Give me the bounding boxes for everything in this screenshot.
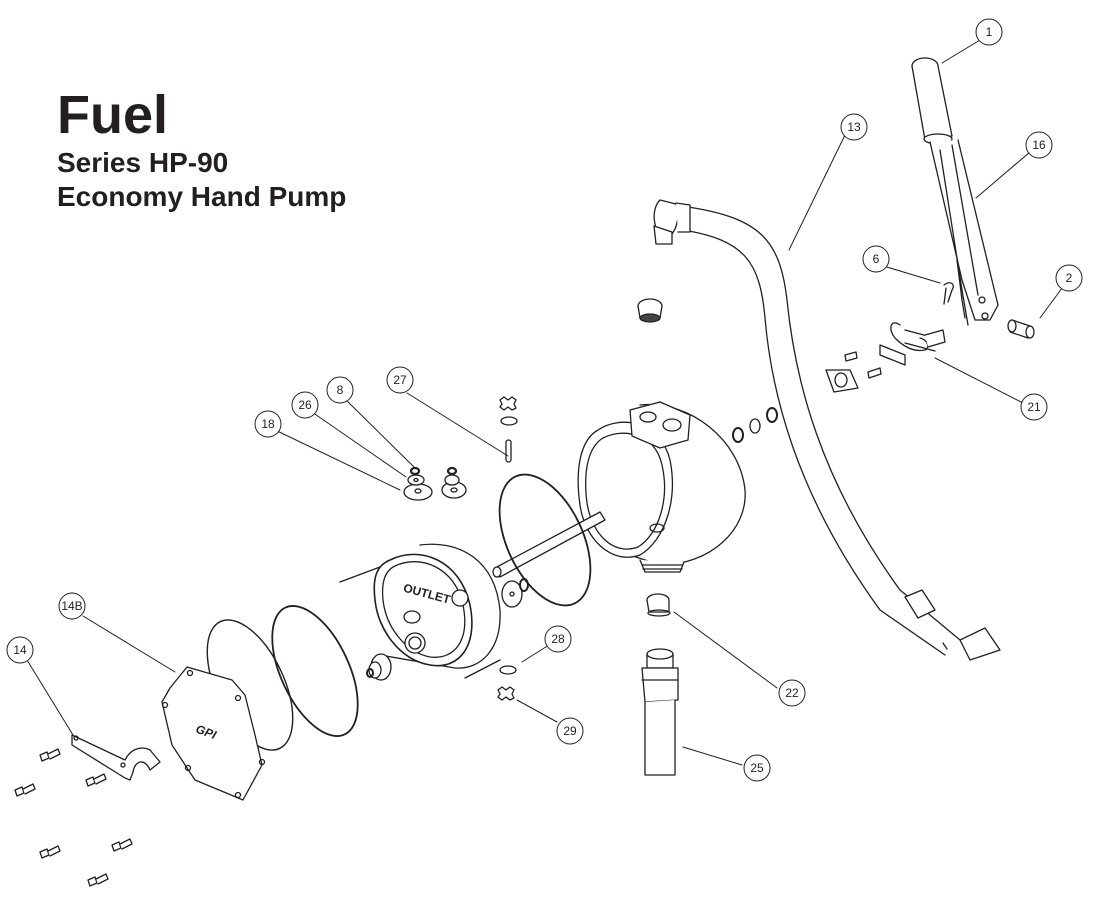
hose-part xyxy=(653,199,1001,661)
callout-22[interactable]: 22 xyxy=(778,679,806,707)
svg-text:13: 13 xyxy=(847,120,861,134)
svg-text:14: 14 xyxy=(13,643,27,657)
plug-part xyxy=(646,593,671,617)
callout-1[interactable]: 1 xyxy=(975,18,1003,46)
svg-text:8: 8 xyxy=(337,383,344,397)
housing-gasket-part xyxy=(498,473,592,607)
clevis-pin-part xyxy=(1007,319,1035,339)
svg-text:28: 28 xyxy=(551,632,565,646)
o-rings-part xyxy=(732,407,778,443)
callout-14[interactable]: 14 xyxy=(6,636,34,664)
title-fuel: Fuel xyxy=(57,85,169,145)
shaft-pin-part xyxy=(499,396,518,463)
cotter-pin-part xyxy=(943,282,954,305)
callout-8[interactable]: 8 xyxy=(326,376,354,404)
diagram-title-block: Fuel Series HP-90 Economy Hand Pump xyxy=(57,84,346,214)
mounting-bracket-part xyxy=(71,734,161,781)
svg-text:25: 25 xyxy=(750,761,764,775)
pump-housing-part xyxy=(577,401,746,573)
leader-lines xyxy=(26,39,1066,766)
svg-text:18: 18 xyxy=(261,417,275,431)
callout-13[interactable]: 13 xyxy=(840,113,868,141)
callout-18[interactable]: 18 xyxy=(254,410,282,438)
svg-text:1: 1 xyxy=(986,25,993,39)
end-cover-part xyxy=(161,666,266,801)
suction-tube-part xyxy=(641,648,679,776)
svg-text:26: 26 xyxy=(298,398,312,412)
callout-29[interactable]: 29 xyxy=(556,717,584,745)
shaft-part xyxy=(492,511,606,578)
callout-26[interactable]: 26 xyxy=(291,391,319,419)
svg-text:6: 6 xyxy=(873,252,880,266)
callout-14B[interactable]: 14B xyxy=(58,592,86,620)
callout-16[interactable]: 16 xyxy=(1025,131,1053,159)
disc-washer-part xyxy=(497,665,517,701)
bolts-part xyxy=(14,748,133,887)
title-series: Series HP-90 xyxy=(57,147,229,178)
callout-6[interactable]: 6 xyxy=(862,245,890,273)
valve-disc-part xyxy=(501,578,529,608)
callout-28[interactable]: 28 xyxy=(544,625,572,653)
svg-text:2: 2 xyxy=(1066,271,1073,285)
svg-text:27: 27 xyxy=(393,373,407,387)
valve-seats-part xyxy=(403,466,467,501)
cylinder-part xyxy=(339,543,501,679)
cover-logo: GPI xyxy=(194,722,219,742)
callout-2[interactable]: 2 xyxy=(1055,264,1083,292)
svg-text:29: 29 xyxy=(563,724,577,738)
callout-27[interactable]: 27 xyxy=(386,366,414,394)
cylinder-valve-part xyxy=(366,653,392,681)
callout-25[interactable]: 25 xyxy=(743,754,771,782)
linkage-part xyxy=(825,322,946,393)
callouts: 1 13 16 6 2 21 27 8 26 18 14B 14 28 29 2… xyxy=(6,18,1083,782)
svg-text:14B: 14B xyxy=(61,599,82,613)
handle-part xyxy=(911,57,999,326)
svg-text:16: 16 xyxy=(1032,138,1046,152)
svg-text:21: 21 xyxy=(1027,400,1041,414)
vent-fitting-part xyxy=(637,298,663,323)
title-product: Economy Hand Pump xyxy=(57,181,347,212)
svg-text:22: 22 xyxy=(785,686,799,700)
callout-21[interactable]: 21 xyxy=(1020,393,1048,421)
